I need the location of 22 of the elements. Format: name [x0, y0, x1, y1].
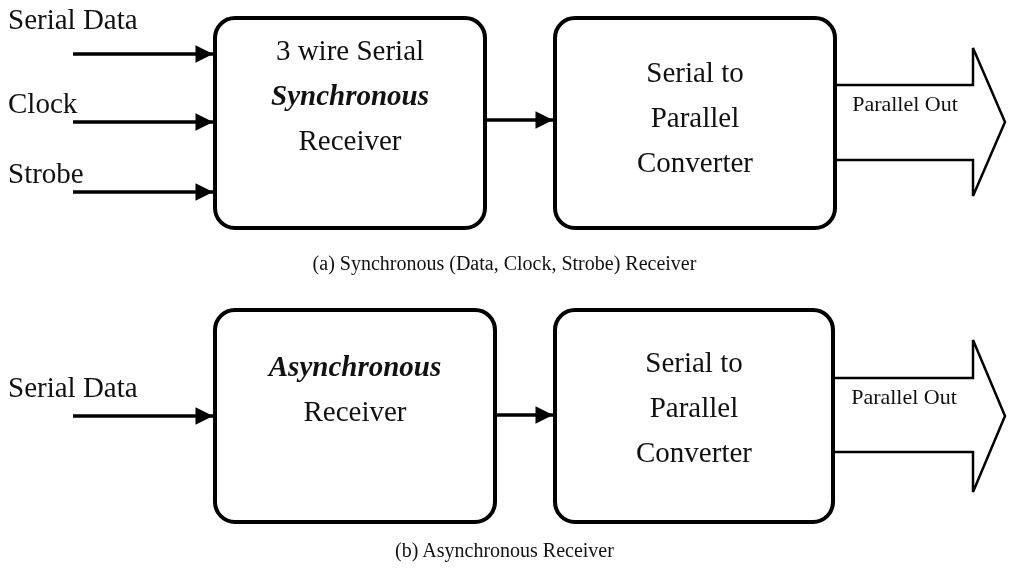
arrow: [487, 111, 553, 129]
signal-label: Serial Data: [8, 2, 139, 36]
box-label: 3 wire Serial Synchronous Receiver: [270, 33, 430, 158]
signal-label: Strobe: [8, 156, 85, 190]
arrow: [497, 406, 553, 424]
box-label: Serial to Parallel Converter: [635, 345, 753, 470]
arrow: [73, 407, 213, 425]
arrow: [73, 183, 213, 201]
arrow: [73, 113, 213, 131]
process-box: [553, 16, 837, 230]
figure-caption: (b) Asynchronous Receiver: [394, 539, 615, 562]
arrow: [73, 45, 213, 63]
box-label: Serial to Parallel Converter: [636, 55, 754, 180]
signal-label: Clock: [8, 86, 79, 120]
process-box: [213, 308, 497, 524]
process-box: [213, 16, 487, 230]
signal-label: Serial Data: [8, 370, 139, 404]
figure-caption: (a) Synchronous (Data, Clock, Strobe) Receiver: [311, 252, 698, 275]
process-box: [553, 308, 835, 524]
box-label: Parallel Out: [850, 383, 958, 411]
box-label: Asynchronous Receiver: [266, 349, 443, 429]
box-label: Parallel Out: [851, 90, 959, 118]
